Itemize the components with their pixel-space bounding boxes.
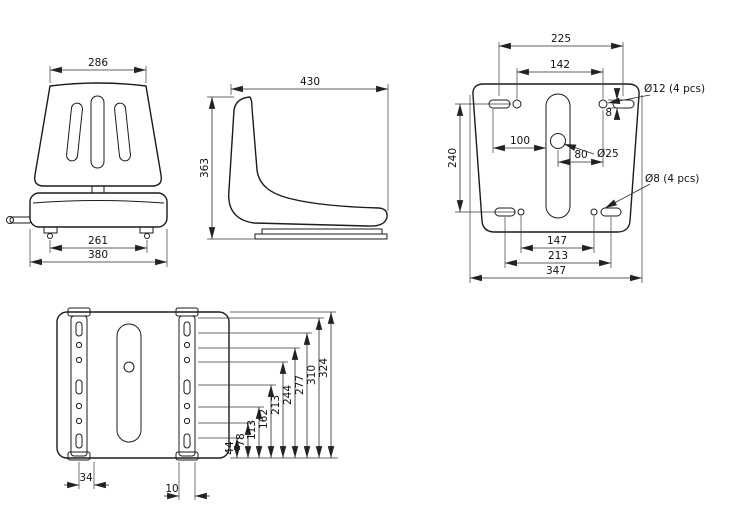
dim-label-142: 142	[550, 59, 570, 71]
dim-label-363: 363	[199, 158, 211, 178]
bottom-right-hole	[590, 208, 598, 216]
seat-profile	[228, 96, 388, 227]
leader-bottom-holes: Ø8 (4 pcs)	[604, 173, 699, 209]
slide-rails	[254, 228, 388, 240]
dim-label-261: 261	[88, 235, 108, 247]
dim-80: 80	[557, 110, 604, 167]
dim-label-240: 240	[447, 148, 459, 168]
label-d25: Ø25	[597, 148, 619, 160]
dim-label-78: 78	[235, 433, 247, 446]
height-extension-lines	[198, 311, 338, 459]
label-d12: Ø12 (4 pcs)	[644, 83, 705, 95]
dim-label-244: 244	[282, 385, 294, 405]
label-d8: Ø8 (4 pcs)	[645, 173, 699, 185]
dim-label-430: 430	[300, 76, 320, 88]
base-plate-view: 44 78 113 162 213 244 277 310 324 34 10	[56, 307, 338, 500]
base-center-hole	[123, 361, 135, 373]
dim-240: 240	[447, 103, 516, 213]
front-view: 286 261 380	[6, 57, 168, 267]
top-left-hole	[512, 99, 522, 109]
dim-142: 142	[516, 59, 604, 99]
dim-286: 286	[49, 57, 147, 83]
dim-363: 363	[199, 96, 255, 240]
dim-label-80: 80	[574, 149, 587, 161]
dim-label-213b: 213	[270, 395, 282, 415]
mounting-feet	[43, 226, 154, 239]
dim-34: 34	[64, 462, 109, 489]
dim-225: 225	[498, 33, 624, 96]
dim-label-113: 113	[246, 420, 258, 440]
cushion-outline	[29, 192, 168, 228]
dim-10: 10	[164, 462, 210, 500]
dim-100: 100	[492, 109, 546, 153]
back-view: 225 142 100 80 240	[447, 33, 705, 283]
dim-label-44: 44	[224, 441, 236, 455]
dim-label-310: 310	[306, 365, 318, 385]
dim-label-10: 10	[165, 483, 178, 495]
center-hole	[550, 133, 566, 149]
dim-label-277: 277	[294, 375, 306, 395]
dim-label-380: 380	[88, 249, 108, 261]
backrest-slot-left	[66, 102, 83, 162]
dim-430: 430	[230, 76, 389, 211]
dim-261: 261	[49, 235, 148, 253]
backrest-outline	[34, 82, 162, 187]
dim-347: 347	[469, 95, 643, 283]
dim-label-147: 147	[547, 235, 567, 247]
side-view: 430 363	[199, 76, 389, 240]
bottom-left-hole	[517, 208, 525, 216]
base-center-slot	[116, 323, 142, 443]
dim-label-100: 100	[510, 135, 530, 147]
right-rail	[175, 307, 199, 461]
top-right-hole	[598, 99, 608, 109]
dim-label-162: 162	[258, 409, 270, 429]
dim-380: 380	[29, 229, 168, 267]
dim-label-225: 225	[551, 33, 571, 45]
adjust-lever	[6, 216, 33, 224]
dim-label-8: 8	[605, 107, 612, 119]
dim-label-213: 213	[548, 250, 568, 262]
bottom-right-slot	[600, 207, 622, 217]
back-panel-outline	[472, 83, 640, 233]
dim-label-324: 324	[318, 358, 330, 378]
dim-label-286: 286	[88, 57, 108, 69]
leader-top-holes: Ø12 (4 pcs)	[607, 83, 705, 104]
dim-213: 213	[504, 217, 612, 268]
dim-147: 147	[520, 216, 595, 253]
left-rail	[67, 307, 91, 461]
center-slot	[545, 93, 571, 219]
height-dimension-stack: 44 78 113 162 213 244 277 310 324	[224, 312, 335, 458]
dim-label-34: 34	[79, 472, 93, 484]
leader-center-hole: Ø25	[563, 143, 619, 160]
backrest-slot-center	[90, 95, 105, 169]
dim-label-347: 347	[546, 265, 566, 277]
backrest-slot-right	[114, 102, 131, 162]
